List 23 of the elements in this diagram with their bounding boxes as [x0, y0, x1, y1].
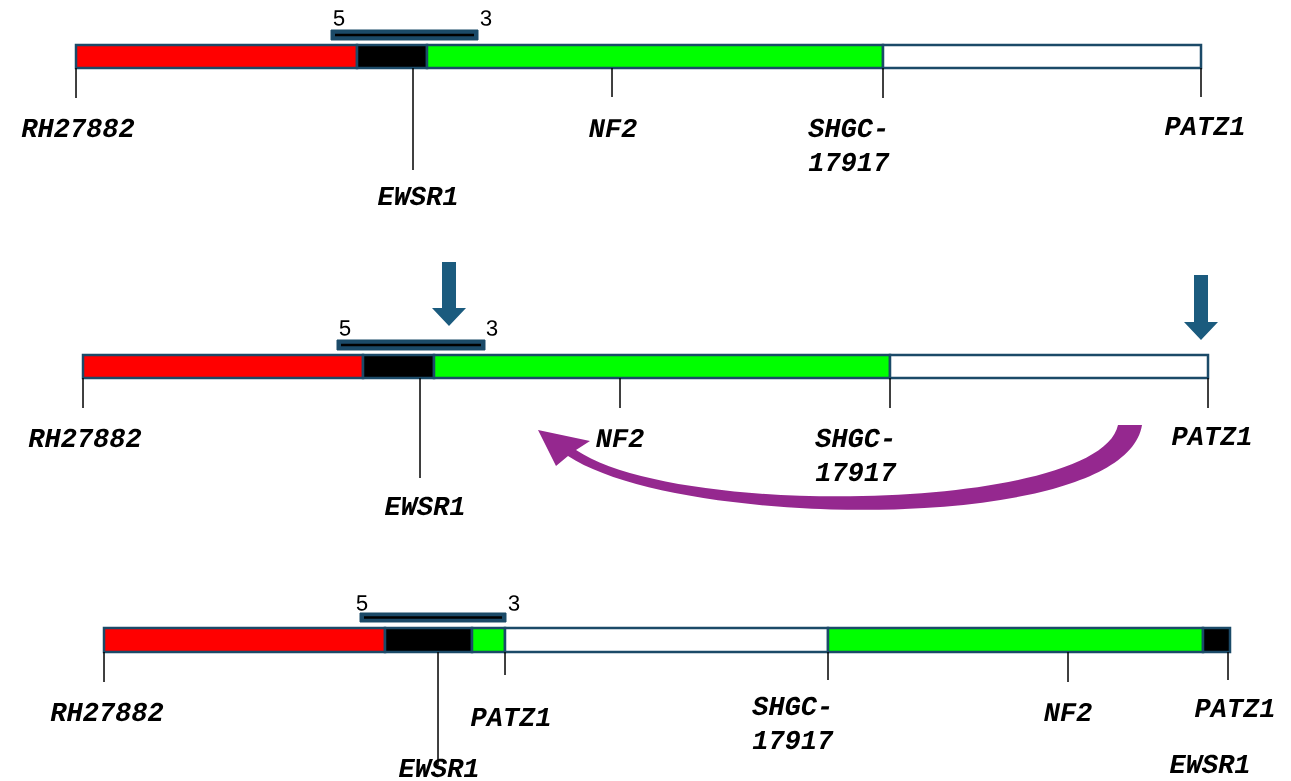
gene-label: PATZ1 [1194, 699, 1274, 717]
strand-number: 3 [486, 320, 498, 336]
strand-number: 3 [480, 10, 492, 26]
strand-number: 3 [508, 595, 520, 611]
gene-label: PATZ1 [470, 708, 550, 726]
gene-label: EWSR1 [377, 186, 457, 206]
gene-label: PATZ1 [1164, 117, 1244, 135]
gene-label: RH27882 [28, 428, 142, 448]
strand-number: 5 [333, 10, 345, 26]
gene-label: RH27882 [21, 118, 135, 138]
gene-label: PATZ1 [1171, 427, 1251, 445]
gene-label: NF2 [596, 428, 644, 448]
gene-label: EWSR1 [398, 758, 478, 778]
gene-label: SHGC-17917 [752, 696, 834, 750]
gene-label: NF2 [589, 118, 637, 138]
gene-label: SHGC-17917 [808, 118, 890, 172]
gene-label: SHGC-17917 [815, 428, 897, 482]
strand-number: 5 [339, 320, 351, 336]
gene-label: EWSR1 [1169, 754, 1249, 774]
gene-label: EWSR1 [384, 496, 464, 516]
gene-label: RH27882 [50, 702, 164, 722]
strand-number: 5 [356, 595, 368, 611]
gene-label: NF2 [1044, 702, 1092, 722]
